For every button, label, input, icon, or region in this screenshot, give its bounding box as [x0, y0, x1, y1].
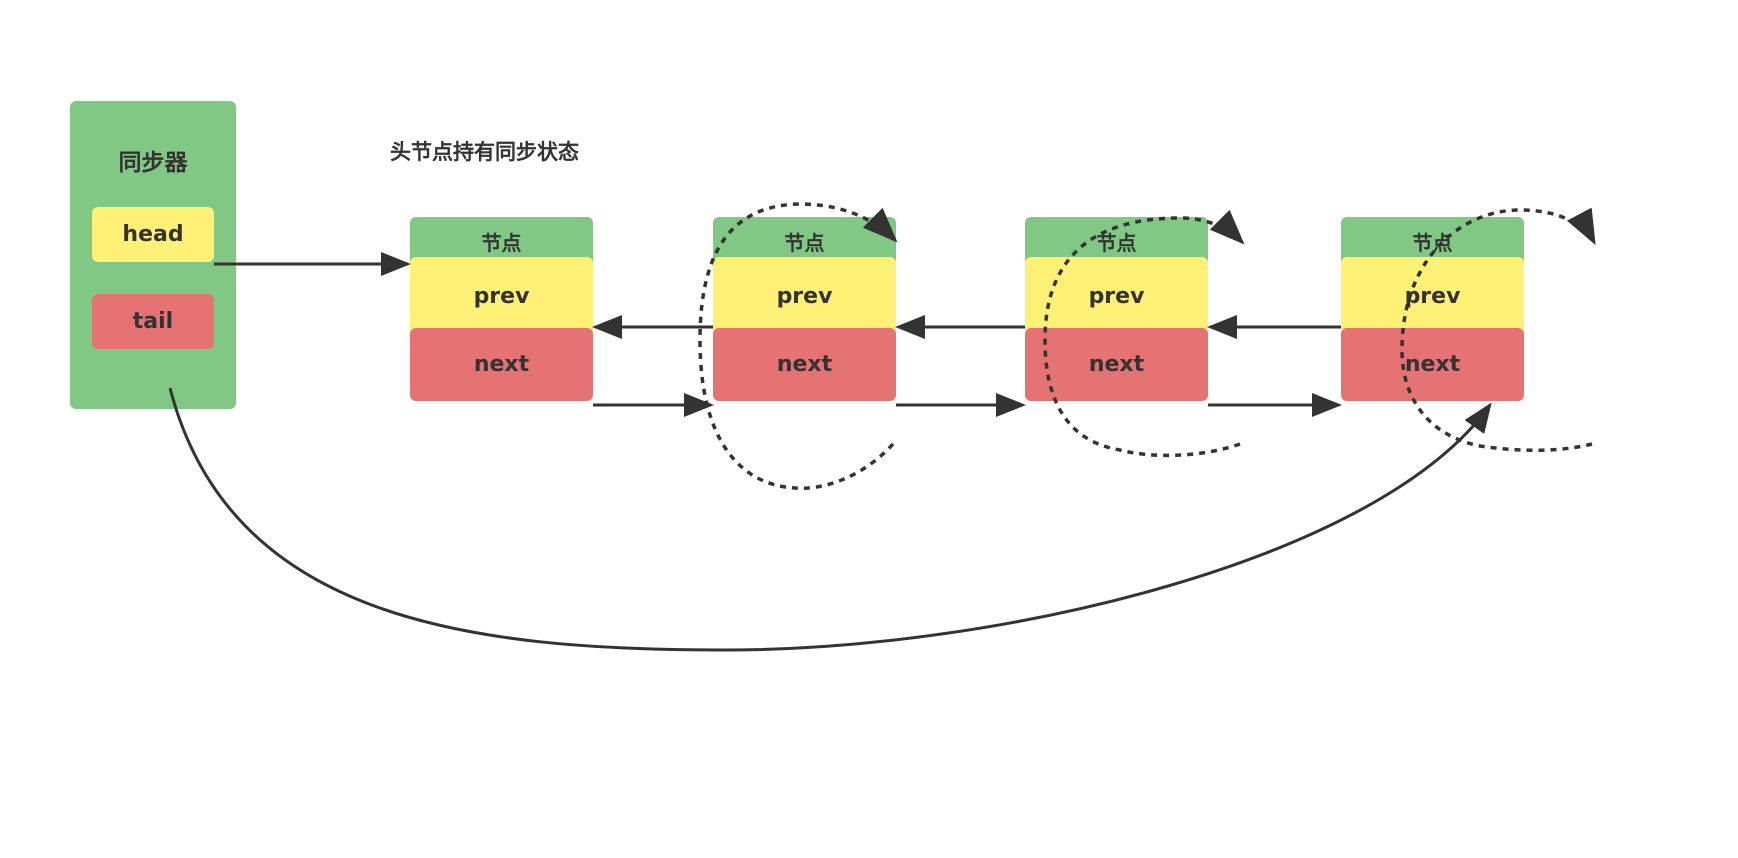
- node-next-field: next: [713, 328, 896, 401]
- node-next-field: next: [1341, 328, 1524, 401]
- node-prev-label: prev: [776, 283, 833, 309]
- queue-node: 节点 prev next: [1025, 217, 1208, 401]
- node-next-label: next: [1088, 352, 1145, 377]
- queue-node: 节点 prev next: [1341, 217, 1524, 401]
- head-node-caption: 头节点持有同步状态: [390, 140, 579, 164]
- node-prev-field: prev: [1341, 257, 1524, 335]
- node-next-label: next: [473, 352, 530, 377]
- node-prev-label: prev: [473, 283, 530, 309]
- node-prev-label: prev: [1404, 283, 1461, 309]
- node-prev-field: prev: [713, 257, 896, 335]
- tail-to-last-node-arrow: [168, 387, 1492, 652]
- node-prev-label: prev: [1088, 283, 1145, 309]
- queue-node: 节点 prev next: [410, 217, 593, 401]
- node-next-label: next: [1404, 352, 1461, 377]
- node-prev-field: prev: [1025, 257, 1208, 335]
- node-next-field: next: [410, 328, 593, 401]
- synchronizer-title: 同步器: [118, 150, 188, 176]
- queue-node: 节点 prev next: [713, 217, 896, 401]
- head-field: head: [92, 207, 214, 262]
- tail-label: tail: [132, 309, 174, 334]
- node-next-field: next: [1025, 328, 1208, 401]
- tail-field: tail: [92, 294, 214, 349]
- node-title: 节点: [481, 231, 522, 255]
- node-prev-field: prev: [410, 257, 593, 335]
- node-next-label: next: [776, 352, 833, 377]
- head-label: head: [122, 222, 184, 247]
